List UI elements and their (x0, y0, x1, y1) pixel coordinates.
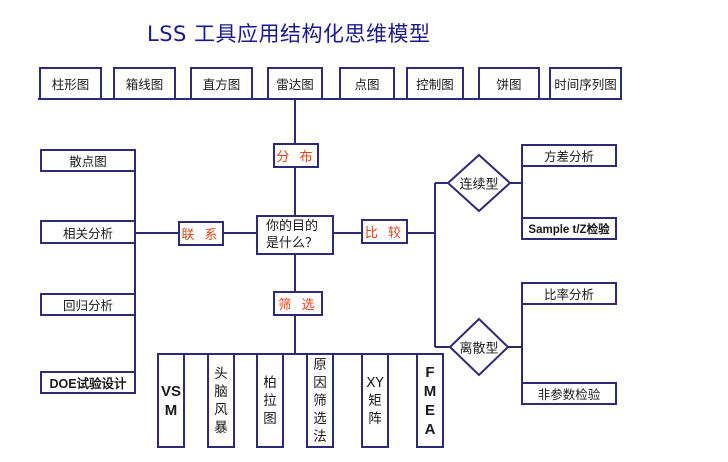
tool-fmea[interactable]: FMEA (416, 353, 444, 448)
category-label: 筛 选 (278, 298, 318, 313)
tool-control-chart[interactable]: 控制图 (406, 67, 464, 100)
category-distribution[interactable]: 分 布 (273, 143, 319, 168)
tool-label: 头脑风暴 (214, 365, 228, 436)
tool-label: XY矩阵 (366, 374, 384, 427)
tool-label: 时间序列图 (554, 77, 617, 92)
tool-radar-chart[interactable]: 雷达图 (267, 67, 323, 100)
discrete-diamond (448, 317, 510, 377)
tool-cause-screening[interactable]: 原因筛选法 (306, 353, 334, 448)
tool-vsm[interactable]: VSM (157, 353, 185, 448)
category-label: 分 布 (276, 150, 316, 165)
tool-box-plot[interactable]: 箱线图 (113, 67, 176, 100)
tool-correlation-analysis[interactable]: 相关分析 (40, 220, 136, 244)
tool-proportion-analysis[interactable]: 比率分析 (521, 282, 617, 305)
tool-label: 原因筛选法 (313, 356, 327, 445)
category-relation[interactable]: 联 系 (178, 221, 224, 246)
tool-label: 柱形图 (51, 77, 90, 92)
tool-label: Sample t/Z检验 (528, 223, 610, 236)
tool-label: 箱线图 (125, 77, 164, 92)
tool-label: 柏拉图 (263, 374, 277, 427)
tool-label: 散点图 (69, 154, 107, 169)
discrete-label: 离散型 (459, 341, 499, 357)
tool-xy-matrix[interactable]: XY矩阵 (361, 353, 389, 448)
tool-label: 方差分析 (543, 149, 594, 164)
tool-brainstorming[interactable]: 头脑风暴 (207, 353, 235, 448)
tool-label: 点图 (354, 77, 380, 92)
tool-pareto-chart[interactable]: 柏拉图 (256, 353, 284, 448)
tool-label: 控制图 (416, 77, 454, 92)
category-screening[interactable]: 筛 选 (273, 291, 323, 316)
tool-label: 比率分析 (543, 287, 594, 302)
tool-nonparametric-test[interactable]: 非参数检验 (521, 382, 617, 405)
tool-sample-t-z-test[interactable]: Sample t/Z检验 (521, 217, 617, 240)
category-comparison[interactable]: 比 较 (361, 219, 408, 244)
tool-label: 回归分析 (62, 298, 113, 313)
tool-bar-chart[interactable]: 柱形图 (39, 67, 102, 100)
tool-doe[interactable]: DOE试验设计 (40, 371, 136, 394)
tool-anova[interactable]: 方差分析 (521, 144, 617, 167)
tool-scatter-plot[interactable]: 散点图 (40, 149, 136, 172)
continuous-label: 连续型 (459, 177, 499, 193)
tool-label: 饼图 (496, 77, 522, 92)
center-question[interactable]: 你的目的是什么？ (256, 215, 334, 255)
tool-label: 相关分析 (62, 225, 113, 241)
tool-label: VSM (161, 382, 182, 419)
tool-label: 直方图 (202, 77, 241, 92)
tool-regression-analysis[interactable]: 回归分析 (40, 293, 136, 316)
tool-pie-chart[interactable]: 饼图 (478, 67, 540, 100)
tool-label: 非参数检验 (537, 387, 601, 402)
tool-histogram[interactable]: 直方图 (190, 67, 253, 100)
continuous-diamond (446, 153, 512, 213)
tool-label: FMEA (423, 363, 437, 438)
tool-dot-plot[interactable]: 点图 (339, 67, 395, 100)
category-label: 比 较 (364, 226, 405, 241)
category-label: 联 系 (181, 228, 221, 243)
tool-time-series-plot[interactable]: 时间序列图 (549, 67, 622, 100)
tool-label: DOE试验设计 (49, 377, 127, 391)
center-question-text: 你的目的是什么？ (266, 219, 319, 251)
tool-label: 雷达图 (276, 77, 314, 92)
page-title: LSS 工具应用结构化思维模型 (147, 22, 431, 46)
